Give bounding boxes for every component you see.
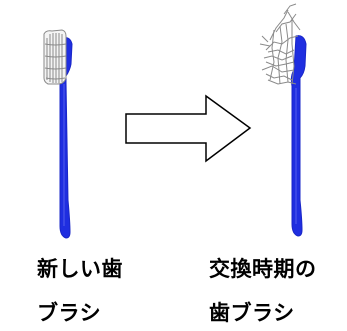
new-brush-caption-line1: 新しい歯: [37, 257, 123, 281]
worn-toothbrush-icon: [259, 3, 307, 237]
new-toothbrush-icon: [43, 29, 73, 239]
right-arrow-icon: [125, 94, 252, 163]
old-brush-caption-line1: 交換時期の: [209, 257, 317, 281]
new-brush-caption-line2: ブラシ: [37, 301, 102, 325]
old-brush-caption-line2: 歯ブラシ: [209, 301, 295, 325]
